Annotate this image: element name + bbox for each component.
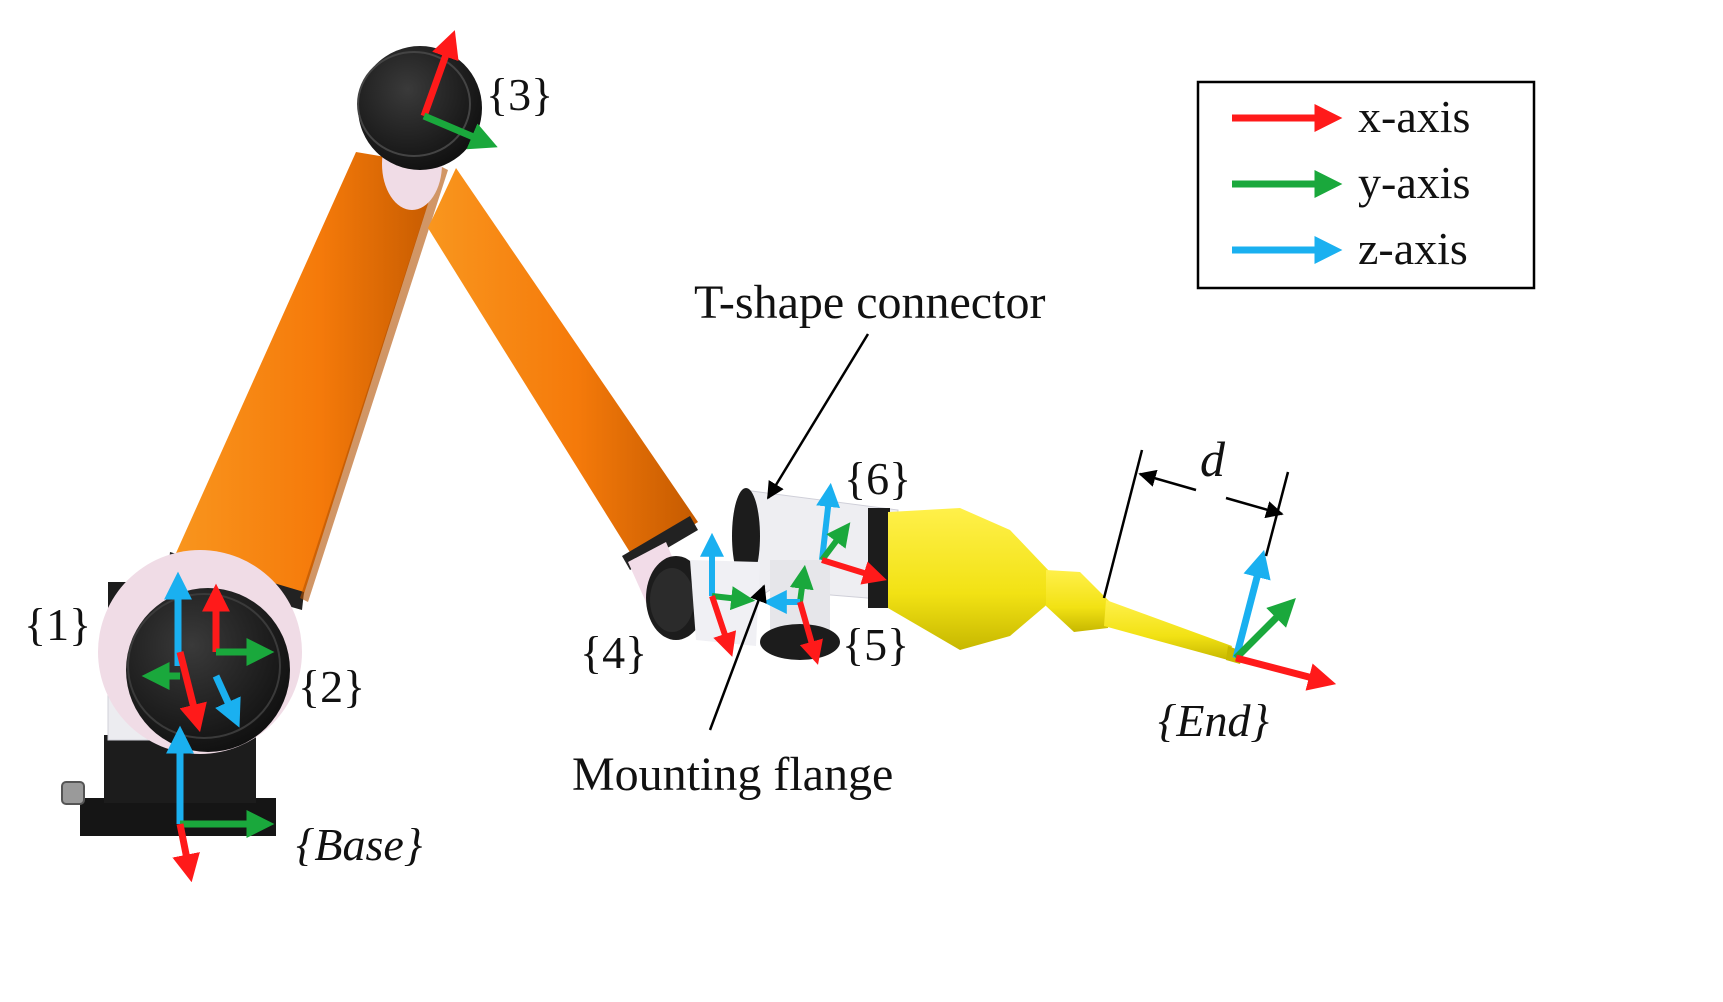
forearm-link [428, 168, 698, 620]
legend-x-label: x-axis [1358, 91, 1470, 142]
frame-3-label: {3} [486, 69, 553, 120]
legend: x-axis y-axis z-axis [1196, 80, 1536, 290]
robot-arm [61, 46, 1244, 836]
coordinate-frames [141, 30, 1337, 883]
frame-5-axes [762, 564, 823, 665]
legend-item-x: x-axis [1232, 91, 1470, 142]
distance-label: d [1200, 431, 1226, 487]
mounting-flange-label: Mounting flange [572, 748, 893, 801]
tool-body [888, 508, 1244, 664]
legend-y-label: y-axis [1358, 157, 1470, 208]
callouts [708, 333, 870, 731]
distance-dimension: d [1102, 431, 1290, 599]
frame-end-axes [1232, 549, 1337, 691]
frame-2-axes [202, 583, 275, 728]
legend-item-z: z-axis [1232, 223, 1468, 274]
frame-1-axes [141, 571, 207, 733]
frame-1-label: {1} [24, 599, 91, 650]
frame-2-label: {2} [298, 661, 365, 712]
frame-5-label: {5} [842, 619, 909, 670]
labels: {3} {1} {2} {4} {5} {6} {Base} {End} T-s… [24, 69, 1269, 870]
frame-4-label: {4} [580, 627, 647, 678]
t-shape-connector-label: T-shape connector [694, 276, 1045, 329]
frame-end-label: {End} [1158, 695, 1269, 746]
frame-base-label: {Base} [296, 819, 422, 870]
frame-6-axes [816, 482, 887, 585]
frame-base-axes [166, 725, 275, 883]
joint-2 [98, 550, 302, 754]
legend-z-label: z-axis [1358, 223, 1468, 274]
frame-6-label: {6} [844, 453, 911, 504]
joint-3 [357, 46, 482, 210]
upper-arm-link [168, 152, 448, 610]
frame-4-axes [700, 532, 756, 657]
frame-3-axes [420, 30, 498, 150]
legend-item-y: y-axis [1232, 157, 1470, 208]
